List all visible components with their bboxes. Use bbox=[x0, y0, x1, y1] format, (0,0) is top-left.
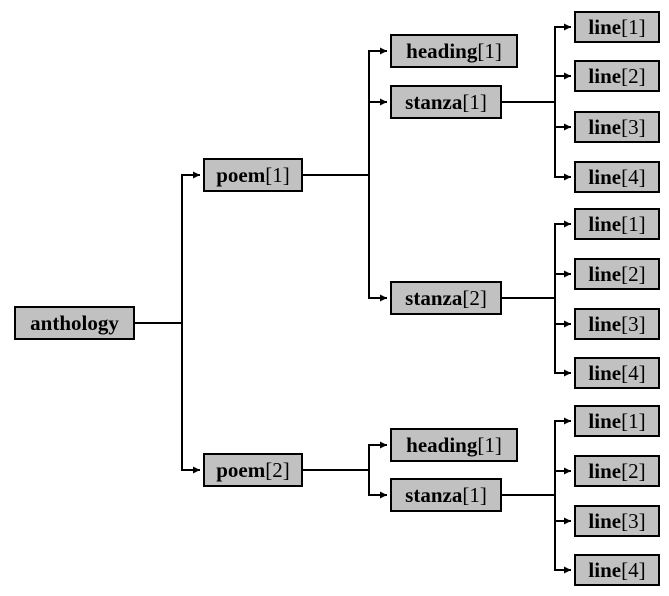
edge-poem2-stanza1-line-2 bbox=[502, 467, 571, 496]
node-label: line bbox=[588, 360, 622, 385]
node-poem1-stanza2-line-1: line[1] bbox=[574, 208, 660, 240]
node-label: poem bbox=[216, 457, 266, 482]
node-poem1-stanza2-line-2: line[2] bbox=[574, 258, 660, 290]
node-index: [2] bbox=[462, 285, 487, 310]
node-poem1-stanza2-line-3: line[3] bbox=[574, 308, 660, 340]
node-poem1-stanza2-line-4: line[4] bbox=[574, 357, 660, 389]
edge-poem2-stanza1-line-3 bbox=[502, 494, 571, 525]
edge-poem1-stanza1-line-4 bbox=[502, 101, 571, 181]
node-index: [2] bbox=[621, 458, 646, 483]
node-index: [1] bbox=[621, 211, 646, 236]
node-label: line bbox=[588, 557, 622, 582]
node-poem2-stanza1-line-1: line[1] bbox=[574, 405, 660, 437]
node-index: [2] bbox=[265, 457, 290, 482]
node-index: [3] bbox=[621, 311, 646, 336]
node-poem2-stanza1-line-3: line[3] bbox=[574, 505, 660, 537]
node-poem1-stanza-2: stanza[2] bbox=[390, 281, 502, 315]
node-index: [2] bbox=[621, 63, 646, 88]
node-index: [4] bbox=[621, 360, 646, 385]
node-index: [1] bbox=[477, 432, 502, 457]
node-label: line bbox=[588, 14, 622, 39]
node-anthology: anthology bbox=[14, 306, 135, 340]
node-index: [2] bbox=[621, 261, 646, 286]
edge-poem1-stanza2-line-1 bbox=[502, 220, 571, 299]
node-poem1-stanza1-line-3: line[3] bbox=[574, 111, 660, 143]
node-index: [1] bbox=[265, 162, 290, 187]
node-label: anthology bbox=[30, 310, 119, 335]
node-label: line bbox=[588, 458, 622, 483]
node-poem1-stanza-1: stanza[1] bbox=[390, 85, 502, 119]
node-index: [4] bbox=[621, 557, 646, 582]
edge-poem2-stanza-1 bbox=[303, 469, 387, 499]
node-label: stanza bbox=[405, 89, 463, 114]
node-label: line bbox=[588, 508, 622, 533]
node-label: heading bbox=[406, 432, 478, 457]
node-poem2-heading-1: heading[1] bbox=[390, 428, 518, 462]
node-index: [1] bbox=[621, 408, 646, 433]
edge-poem1-stanza-2 bbox=[303, 174, 387, 302]
node-poem2-stanza-1: stanza[1] bbox=[390, 478, 502, 512]
edge-poem1-heading-1 bbox=[303, 47, 387, 176]
edge-poem1-stanza2-line-3 bbox=[502, 297, 571, 328]
node-poem1-stanza1-line-1: line[1] bbox=[574, 11, 660, 43]
node-poem-1: poem[1] bbox=[203, 158, 303, 192]
edge-anthology-poem-1 bbox=[135, 171, 200, 324]
node-index: [1] bbox=[462, 482, 487, 507]
node-index: [3] bbox=[621, 114, 646, 139]
node-poem1-heading-1: heading[1] bbox=[390, 34, 518, 68]
node-label: stanza bbox=[405, 482, 463, 507]
node-label: line bbox=[588, 408, 622, 433]
node-index: [4] bbox=[621, 164, 646, 189]
node-poem1-stanza1-line-2: line[2] bbox=[574, 60, 660, 92]
edge-poem1-stanza-1 bbox=[303, 98, 387, 176]
node-label: poem bbox=[216, 162, 266, 187]
node-label: heading bbox=[406, 38, 478, 63]
node-label: line bbox=[588, 164, 622, 189]
node-index: [1] bbox=[621, 14, 646, 39]
node-label: line bbox=[588, 211, 622, 236]
node-label: stanza bbox=[405, 285, 463, 310]
edge-poem1-stanza1-line-3 bbox=[502, 101, 571, 131]
edge-poem1-stanza2-line-4 bbox=[502, 297, 571, 377]
edge-poem1-stanza1-line-2 bbox=[502, 72, 571, 103]
node-label: line bbox=[588, 63, 622, 88]
edge-poem2-stanza1-line-4 bbox=[502, 494, 571, 574]
edge-poem2-heading-1 bbox=[303, 441, 387, 471]
node-label: line bbox=[588, 114, 622, 139]
node-index: [1] bbox=[462, 89, 487, 114]
node-label: line bbox=[588, 261, 622, 286]
node-label: line bbox=[588, 311, 622, 336]
node-index: [3] bbox=[621, 508, 646, 533]
node-poem1-stanza1-line-4: line[4] bbox=[574, 161, 660, 193]
node-poem-2: poem[2] bbox=[203, 453, 303, 487]
edge-anthology-poem-2 bbox=[135, 322, 200, 474]
node-index: [1] bbox=[477, 38, 502, 63]
edge-poem1-stanza2-line-2 bbox=[502, 270, 571, 299]
node-poem2-stanza1-line-2: line[2] bbox=[574, 455, 660, 487]
node-poem2-stanza1-line-4: line[4] bbox=[574, 554, 660, 586]
